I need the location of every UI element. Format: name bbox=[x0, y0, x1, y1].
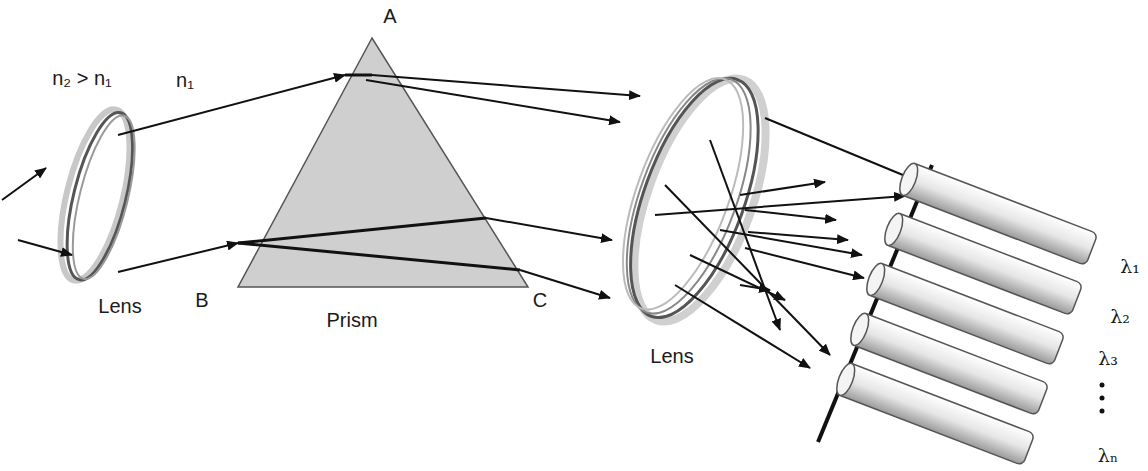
detector-array bbox=[833, 161, 1098, 465]
light-rays bbox=[2, 75, 915, 368]
vertex-label: A bbox=[381, 5, 398, 27]
vertex-label: B bbox=[193, 289, 210, 311]
wavelength-label: λ₁ bbox=[1118, 256, 1142, 277]
part-name: Lens bbox=[648, 345, 695, 367]
part-name: Prism bbox=[324, 309, 379, 331]
wavelength-label: λ₂ bbox=[1108, 306, 1132, 327]
wavelength-label: λₙ bbox=[1096, 445, 1120, 466]
refractive-index-label: n₂ > n₁ bbox=[50, 67, 114, 89]
refractive-index-label: n₁ bbox=[174, 69, 196, 91]
vertex-label: C bbox=[531, 289, 549, 311]
continuation-dots bbox=[1100, 383, 1105, 414]
wavelength-label: λ₃ bbox=[1096, 348, 1120, 369]
part-name: Lens bbox=[96, 295, 143, 317]
